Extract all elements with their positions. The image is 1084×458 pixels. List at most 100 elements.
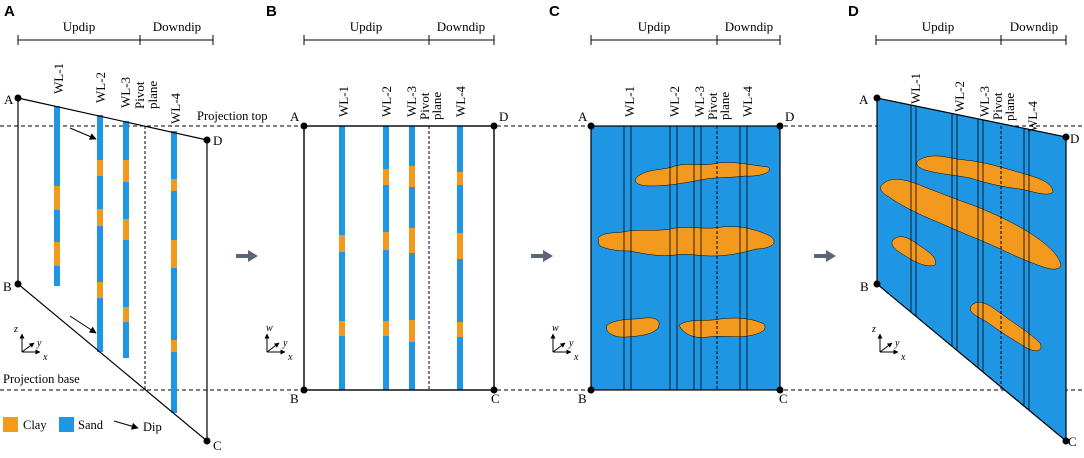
- corner-point: [490, 386, 498, 394]
- well-label-wl-2: WL-2: [667, 86, 682, 117]
- well-label-wl-1: WL-1: [908, 73, 923, 104]
- well-label-wl-3: WL-3: [118, 77, 133, 108]
- axis-label-y: y: [36, 338, 42, 349]
- axis-glyph-d: z y x: [871, 324, 906, 363]
- panel-a: A Updip Downdip Projection top Projectio…: [3, 3, 267, 443]
- well-2-column: [97, 115, 103, 352]
- panel-b-updip: Updip: [350, 19, 383, 34]
- axis-label-w: w: [552, 323, 559, 334]
- corner-point: [587, 122, 595, 130]
- pivot-label-plane: plane: [429, 92, 444, 120]
- well-label-wl-1: WL-1: [51, 63, 66, 94]
- legend-clay-swatch: [3, 417, 18, 432]
- clay-segment: [54, 242, 60, 266]
- well-label-wl-1: WL-1: [336, 86, 351, 117]
- corner-label-c: C: [1068, 434, 1077, 449]
- well-label-wl-4: WL-4: [453, 85, 468, 117]
- clay-segment: [457, 322, 463, 337]
- legend-dip-label: Dip: [143, 420, 162, 434]
- pivot-label: Pivot: [132, 81, 147, 109]
- right-arrow-icon: [236, 250, 258, 262]
- corner-label-a: A: [859, 92, 869, 107]
- well-label-wl-3: WL-3: [977, 86, 992, 117]
- axis-label-y: y: [282, 338, 288, 349]
- clay-segment: [383, 169, 389, 185]
- corner-point: [776, 386, 784, 394]
- pivot-label: Pivot: [990, 92, 1005, 120]
- corner-point: [14, 94, 22, 102]
- clay-segment: [123, 307, 129, 322]
- pivot-label: Pivot: [705, 92, 720, 120]
- axis-label-z: z: [13, 324, 18, 335]
- panel-c-clay-lens: [597, 226, 775, 257]
- legend: Clay Sand Dip: [3, 417, 162, 434]
- clay-segment: [97, 160, 103, 176]
- clay-segment: [97, 282, 103, 298]
- corner-label-a: A: [290, 109, 300, 124]
- panel-d: D Updip Downdip: [848, 3, 1067, 443]
- clay-segment: [457, 233, 463, 259]
- clay-segment: [171, 179, 177, 191]
- axis-label-x: x: [900, 352, 906, 363]
- well-label-wl-2: WL-2: [379, 86, 394, 117]
- well-labels: WL-1 WL-2 WL-3 Pivot plane WL-4 WL-1 WL-…: [51, 63, 1040, 132]
- panel-d-clay-lens: [891, 236, 936, 267]
- clay-segment: [123, 160, 129, 182]
- clay-segment: [409, 166, 415, 187]
- clay-segment: [339, 321, 345, 336]
- well-label-wl-4: WL-4: [1025, 100, 1040, 132]
- clay-segment: [123, 219, 129, 240]
- panel-d-clay-lens: [916, 155, 1054, 195]
- corner-label-c: C: [779, 391, 788, 406]
- panel-a-downdip: Downdip: [153, 19, 201, 34]
- well-label-wl-4: WL-4: [168, 92, 183, 124]
- corner-point: [776, 122, 784, 130]
- axis-label-w: w: [266, 323, 273, 334]
- axis-glyph-c: w y x: [550, 323, 579, 363]
- panel-d-updip: Updip: [922, 19, 955, 34]
- axis-label-y: y: [568, 338, 574, 349]
- corner-label-b: B: [578, 391, 587, 406]
- panel-c: C Updip Downdip: [549, 3, 781, 391]
- well-3-column: [409, 126, 415, 390]
- panel-b-downdip: Downdip: [437, 19, 485, 34]
- well-label-wl-2: WL-2: [952, 81, 967, 112]
- corner-point: [1062, 437, 1070, 445]
- corner-point: [300, 122, 308, 130]
- panel-b-label: B: [266, 3, 277, 20]
- projection-top-label: Projection top: [197, 109, 267, 123]
- axis-label-y: y: [894, 338, 900, 349]
- corner-point: [587, 386, 595, 394]
- panel-b: B Updip Downdip: [266, 3, 495, 391]
- corner-point: [1062, 133, 1070, 141]
- pivot-label-plane: plane: [145, 81, 160, 109]
- corner-labels: A B D C A D B C A D B C A B D C: [3, 92, 1079, 453]
- clay-segment: [457, 172, 463, 185]
- legend-sand-swatch: [59, 417, 74, 432]
- panel-c-clay-lens: [678, 317, 766, 338]
- corner-point: [203, 136, 211, 144]
- panel-b-outline: [303, 125, 495, 391]
- axis-label-x: x: [42, 352, 48, 363]
- well-2-column: [383, 126, 389, 390]
- clay-segment: [383, 232, 389, 250]
- panel-d-clay-lens: [880, 179, 1062, 270]
- well-label-wl-3: WL-3: [692, 86, 707, 117]
- well-4-column: [171, 131, 177, 413]
- panel-c-updip: Updip: [638, 19, 671, 34]
- corner-label-d: D: [213, 133, 222, 148]
- clay-segment: [54, 186, 60, 210]
- corner-label-d: D: [785, 109, 794, 124]
- legend-sand-label: Sand: [78, 418, 104, 432]
- clay-segment: [409, 320, 415, 342]
- projection-base-label: Projection base: [3, 372, 80, 386]
- corner-point: [490, 122, 498, 130]
- right-arrow-icon: [814, 250, 836, 262]
- corner-label-c: C: [491, 391, 500, 406]
- corner-label-d: D: [499, 109, 508, 124]
- corner-point: [300, 386, 308, 394]
- axis-label-x: x: [287, 352, 293, 363]
- axis-label-x: x: [573, 352, 579, 363]
- corner-point: [14, 280, 22, 288]
